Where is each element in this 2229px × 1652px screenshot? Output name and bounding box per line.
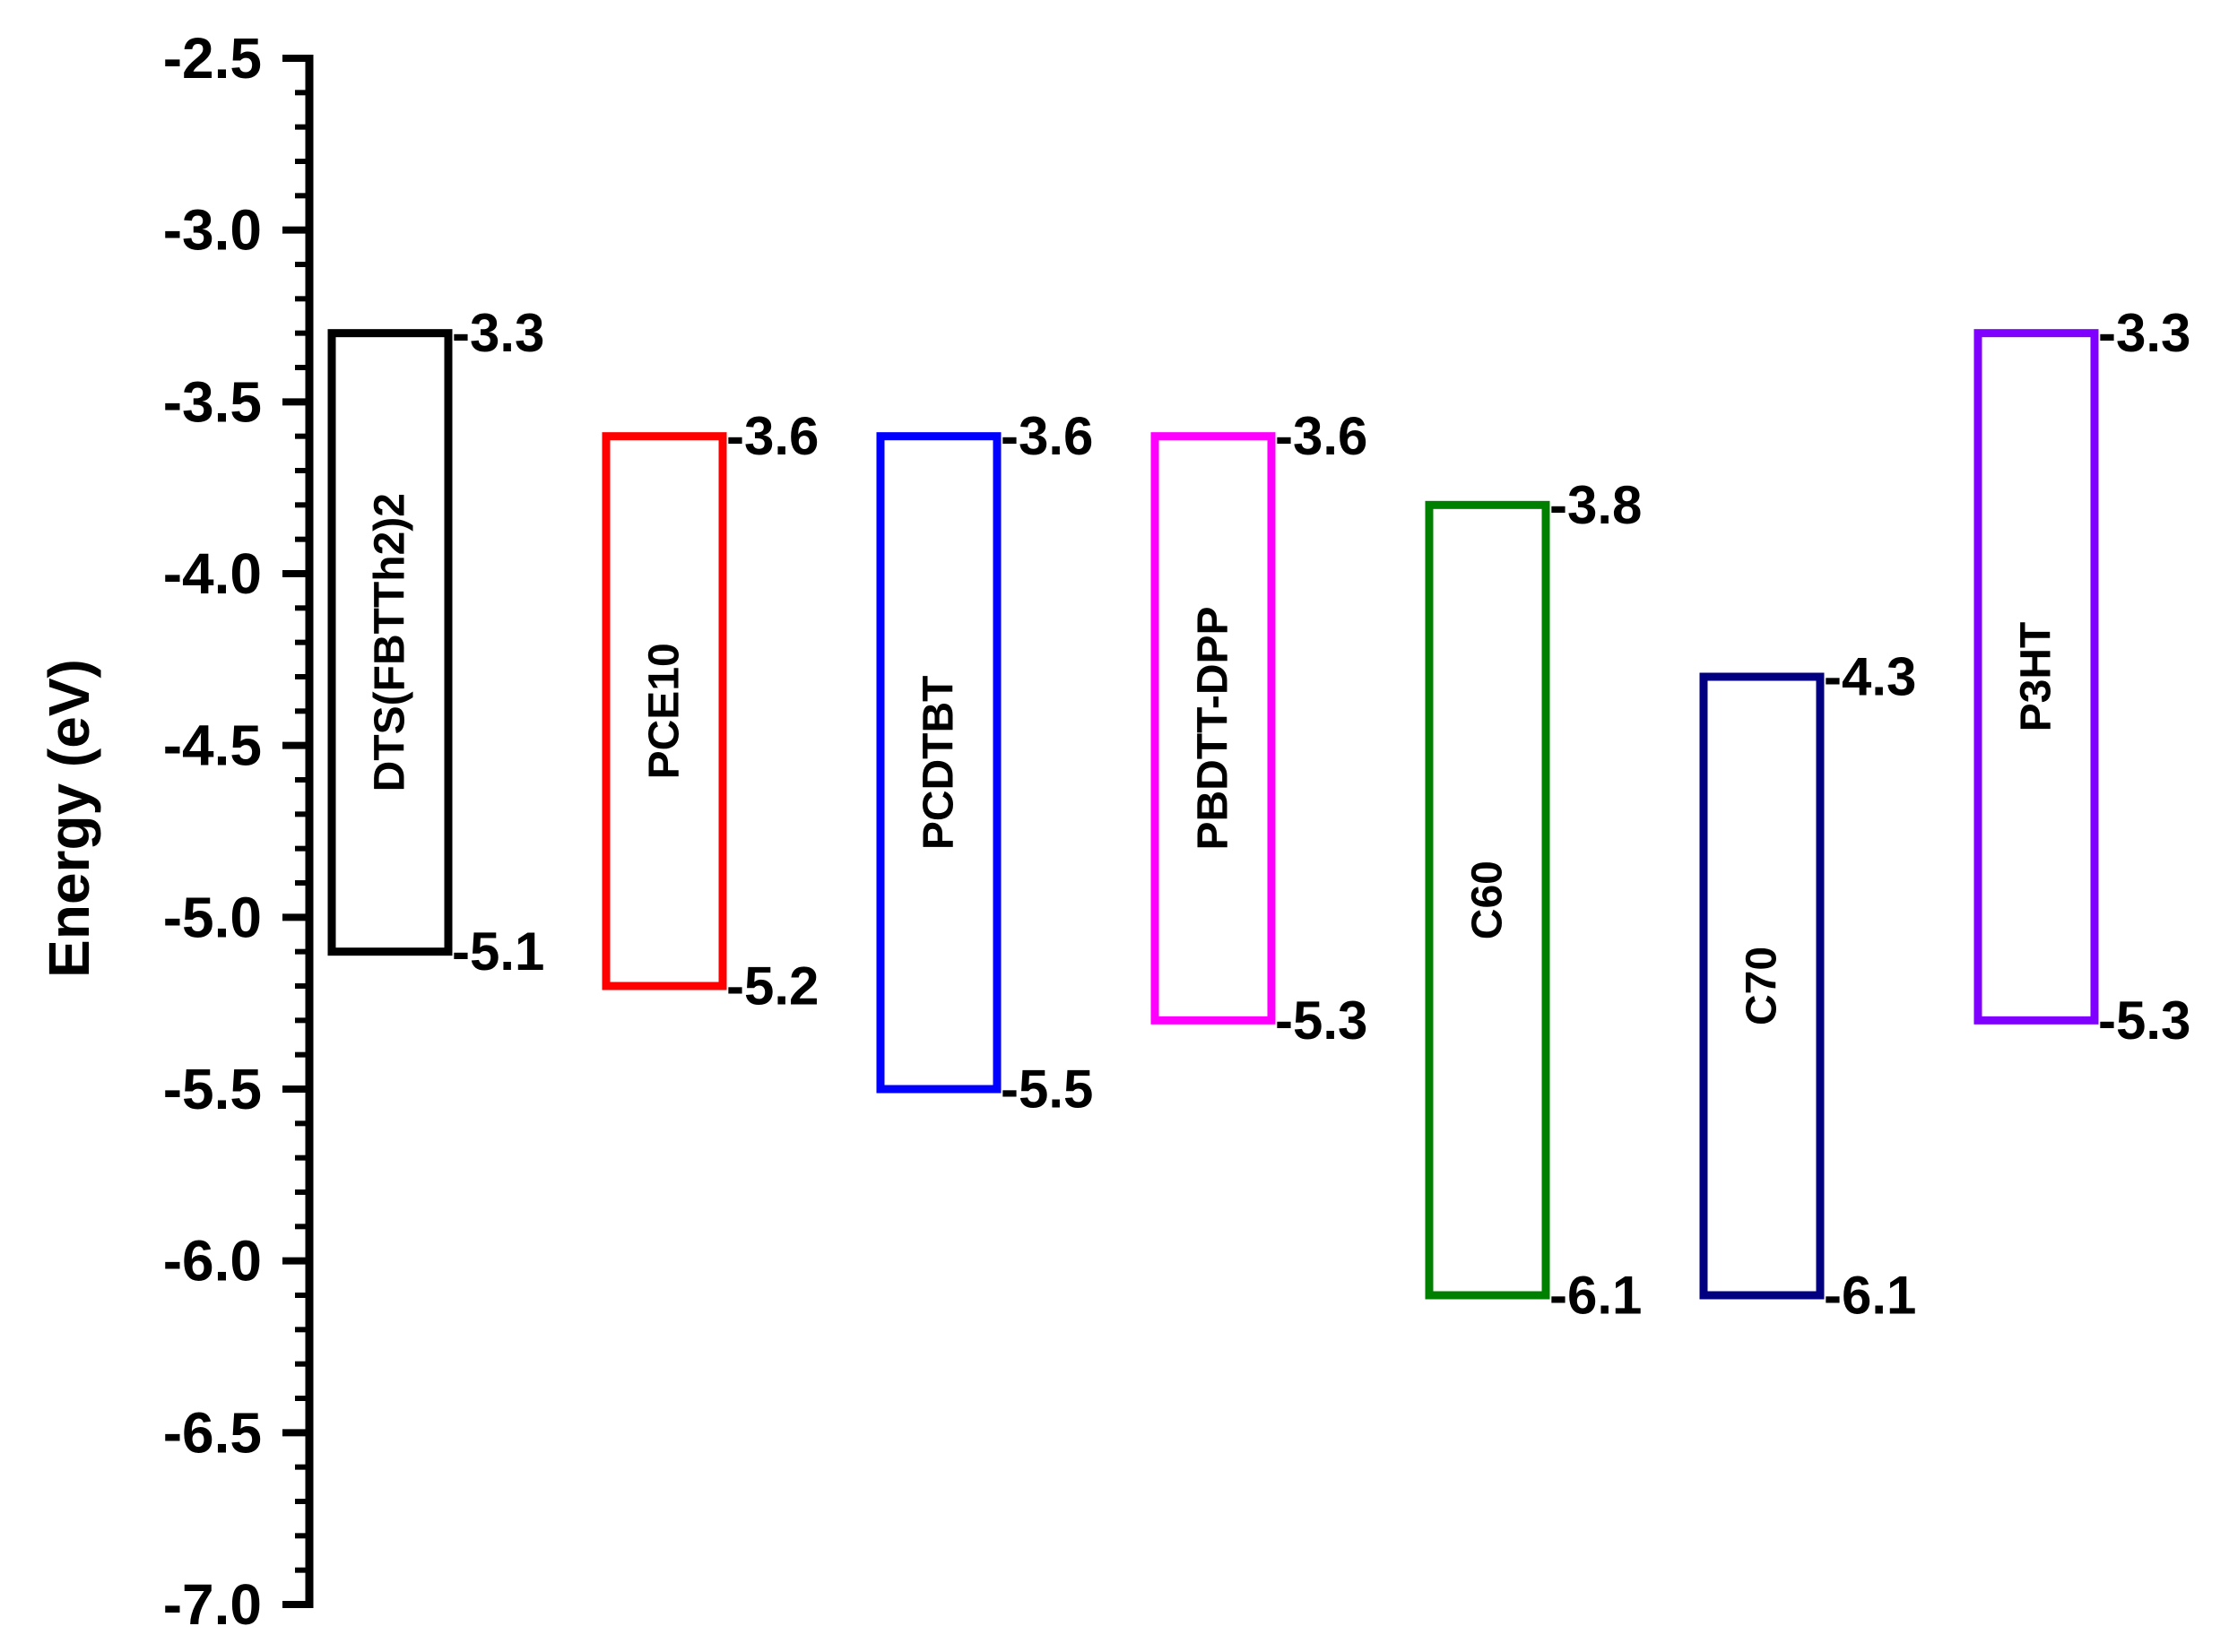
- lumo-label: -3.3: [452, 303, 544, 363]
- y-tick-label: -6.5: [163, 1400, 262, 1465]
- energy-box-dts-fbtth2-2: DTS(FBTTh2)2 -3.3 -5.1: [327, 303, 544, 982]
- energy-box-pce10: PCE10 -3.6 -5.2: [602, 406, 819, 1016]
- lumo-label: -3.6: [1275, 406, 1367, 466]
- homo-label: -5.3: [2098, 990, 2190, 1051]
- homo-label: -5.2: [726, 956, 819, 1016]
- y-tick-label: -4.0: [163, 541, 262, 606]
- energy-box-rect: [602, 432, 727, 990]
- lumo-label: -3.8: [1549, 475, 1642, 535]
- y-tick-label: -6.0: [163, 1229, 262, 1293]
- energy-box-pcdtbt: PCDTBT -3.6 -5.5: [876, 406, 1093, 1120]
- y-axis-title: Energy (eV): [37, 659, 101, 978]
- energy-box-pbdtt-dpp: PBDTT-DPP -3.6 -5.3: [1150, 406, 1367, 1051]
- lumo-label: -3.3: [2098, 303, 2190, 363]
- energy-level-boxes: DTS(FBTTh2)2 -3.3 -5.1 PCE10 -3.6 -5.2 PCDTBT -…: [327, 303, 2190, 1326]
- lumo-label: -4.3: [1824, 647, 1916, 707]
- y-tick-label: -5.0: [163, 885, 262, 949]
- y-tick-label: -2.5: [163, 26, 262, 91]
- y-tick-label: -7.0: [163, 1572, 262, 1637]
- energy-box-rect: [327, 329, 453, 956]
- energy-box-rect: [1973, 329, 2099, 1025]
- lumo-label: -3.6: [1001, 406, 1093, 466]
- energy-box-rect: [1150, 432, 1276, 1025]
- energy-box-rect: [876, 432, 1002, 1094]
- homo-label: -5.3: [1275, 990, 1367, 1051]
- energy-box-rect: [1425, 500, 1550, 1300]
- y-tick-label: -4.5: [163, 714, 262, 778]
- y-tick-label: -3.0: [163, 198, 262, 263]
- energy-box-rect: [1699, 672, 1825, 1300]
- lumo-label: -3.6: [726, 406, 819, 466]
- material-name: P3HT: [2013, 622, 2060, 732]
- homo-label: -6.1: [1824, 1266, 1916, 1326]
- material-name: C70: [1739, 947, 1786, 1025]
- energy-box-p3ht: P3HT -3.3 -5.3: [1973, 303, 2190, 1051]
- material-name: DTS(FBTTh2)2: [367, 493, 414, 791]
- homo-label: -5.5: [1001, 1060, 1093, 1120]
- energy-box-c60: C60 -3.8 -6.1: [1425, 475, 1642, 1326]
- y-tick-label: -3.5: [163, 369, 262, 434]
- material-name: PBDTT-DPP: [1190, 606, 1237, 850]
- y-tick-label: -5.5: [163, 1057, 262, 1121]
- material-name: PCDTBT: [915, 676, 963, 851]
- homo-label: -5.1: [452, 921, 544, 982]
- material-name: C60: [1464, 861, 1512, 939]
- energy-box-c70: C70 -4.3 -6.1: [1699, 647, 1916, 1326]
- y-axis: -2.5 -3.0 -3.5 -4.0 -4.5 -5.0 -5.5 -6.0 -6.5 -7.0: [163, 26, 314, 1637]
- material-name: PCE10: [641, 643, 689, 779]
- homo-label: -6.1: [1549, 1266, 1642, 1326]
